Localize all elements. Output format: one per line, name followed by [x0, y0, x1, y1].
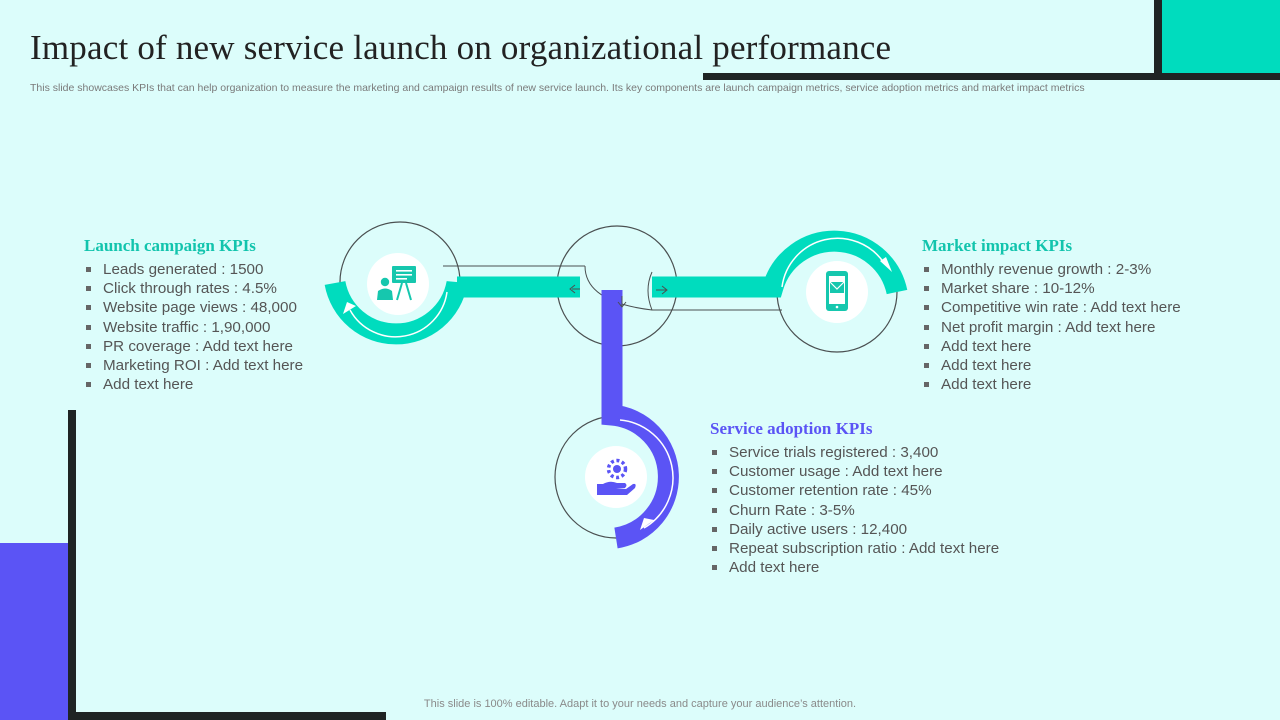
list-item: Leads generated : 1500 [84, 260, 303, 279]
launch-campaign-section: Launch campaign KPIs Leads generated : 1… [84, 236, 303, 394]
market-impact-heading: Market impact KPIs [922, 236, 1073, 255]
center-left-arrow [569, 284, 580, 294]
list-item: Market share : 10-12% [922, 279, 1181, 298]
smartphone-mail-icon [826, 271, 848, 311]
launch-campaign-list: Leads generated : 1500 Click through rat… [84, 260, 303, 394]
top-right-dark-bar-horizontal [703, 73, 1280, 80]
launch-curve-inner [349, 291, 448, 338]
list-item: Daily active users : 12,400 [710, 520, 999, 539]
adoption-icon-disc [585, 446, 647, 508]
launch-teal-curve [324, 276, 580, 345]
connector-market-left [647, 271, 653, 311]
list-item: Add text here [710, 558, 999, 577]
list-item: Repeat subscription ratio : Add text her… [710, 539, 999, 558]
list-item: Marketing ROI : Add text here [84, 356, 303, 375]
list-item: Churn Rate : 3-5% [710, 501, 999, 520]
list-item: Competitive win rate : Add text here [922, 298, 1181, 317]
center-right-arrow [656, 285, 668, 295]
launch-icon-disc [367, 253, 429, 315]
list-item: Net profit margin : Add text here [922, 318, 1181, 337]
list-item: Add text here [922, 337, 1181, 356]
market-impact-list: Monthly revenue growth : 2-3% Market sha… [922, 260, 1181, 394]
adoption-arrowhead [640, 518, 654, 530]
bottom-left-dark-bar-horizontal [68, 712, 386, 720]
list-item: Website page views : 48,000 [84, 298, 303, 317]
launch-arrowhead [343, 302, 356, 314]
hand-gear-icon [597, 458, 636, 495]
footer-note: This slide is 100% editable. Adapt it to… [423, 698, 857, 710]
bottom-left-dark-bar-vertical [68, 410, 76, 720]
list-item: Add text here [84, 375, 303, 394]
page-title: Impact of new service launch on organiza… [30, 28, 892, 67]
list-item: Add text here [922, 356, 1181, 375]
bottom-left-purple-block [0, 543, 68, 720]
market-curve-inner [781, 237, 885, 288]
center-down-arrow [617, 296, 627, 308]
list-item: Customer retention rate : 45% [710, 481, 999, 500]
list-item: Website traffic : 1,90,000 [84, 318, 303, 337]
list-item: Customer usage : Add text here [710, 462, 999, 481]
top-right-dark-bar-vertical [1154, 0, 1162, 80]
presentation-icon [377, 266, 416, 301]
list-item: Add text here [922, 375, 1181, 394]
market-arrowhead [880, 257, 892, 272]
list-item: Monthly revenue growth : 2-3% [922, 260, 1181, 279]
launch-campaign-heading: Launch campaign KPIs [84, 236, 256, 255]
service-adoption-list: Service trials registered : 3,400 Custom… [710, 443, 999, 577]
list-item: PR coverage : Add text here [84, 337, 303, 356]
list-item: Service trials registered : 3,400 [710, 443, 999, 462]
market-impact-section: Market impact KPIs Monthly revenue growt… [922, 236, 1181, 394]
list-item: Click through rates : 4.5% [84, 279, 303, 298]
page-subtitle: This slide showcases KPIs that can help … [30, 82, 1085, 94]
top-right-teal-block [1162, 0, 1280, 75]
service-adoption-section: Service adoption KPIs Service trials reg… [710, 419, 999, 577]
adoption-curve-inner [619, 419, 674, 529]
service-adoption-heading: Service adoption KPIs [710, 419, 873, 438]
market-teal-curve [652, 230, 908, 298]
